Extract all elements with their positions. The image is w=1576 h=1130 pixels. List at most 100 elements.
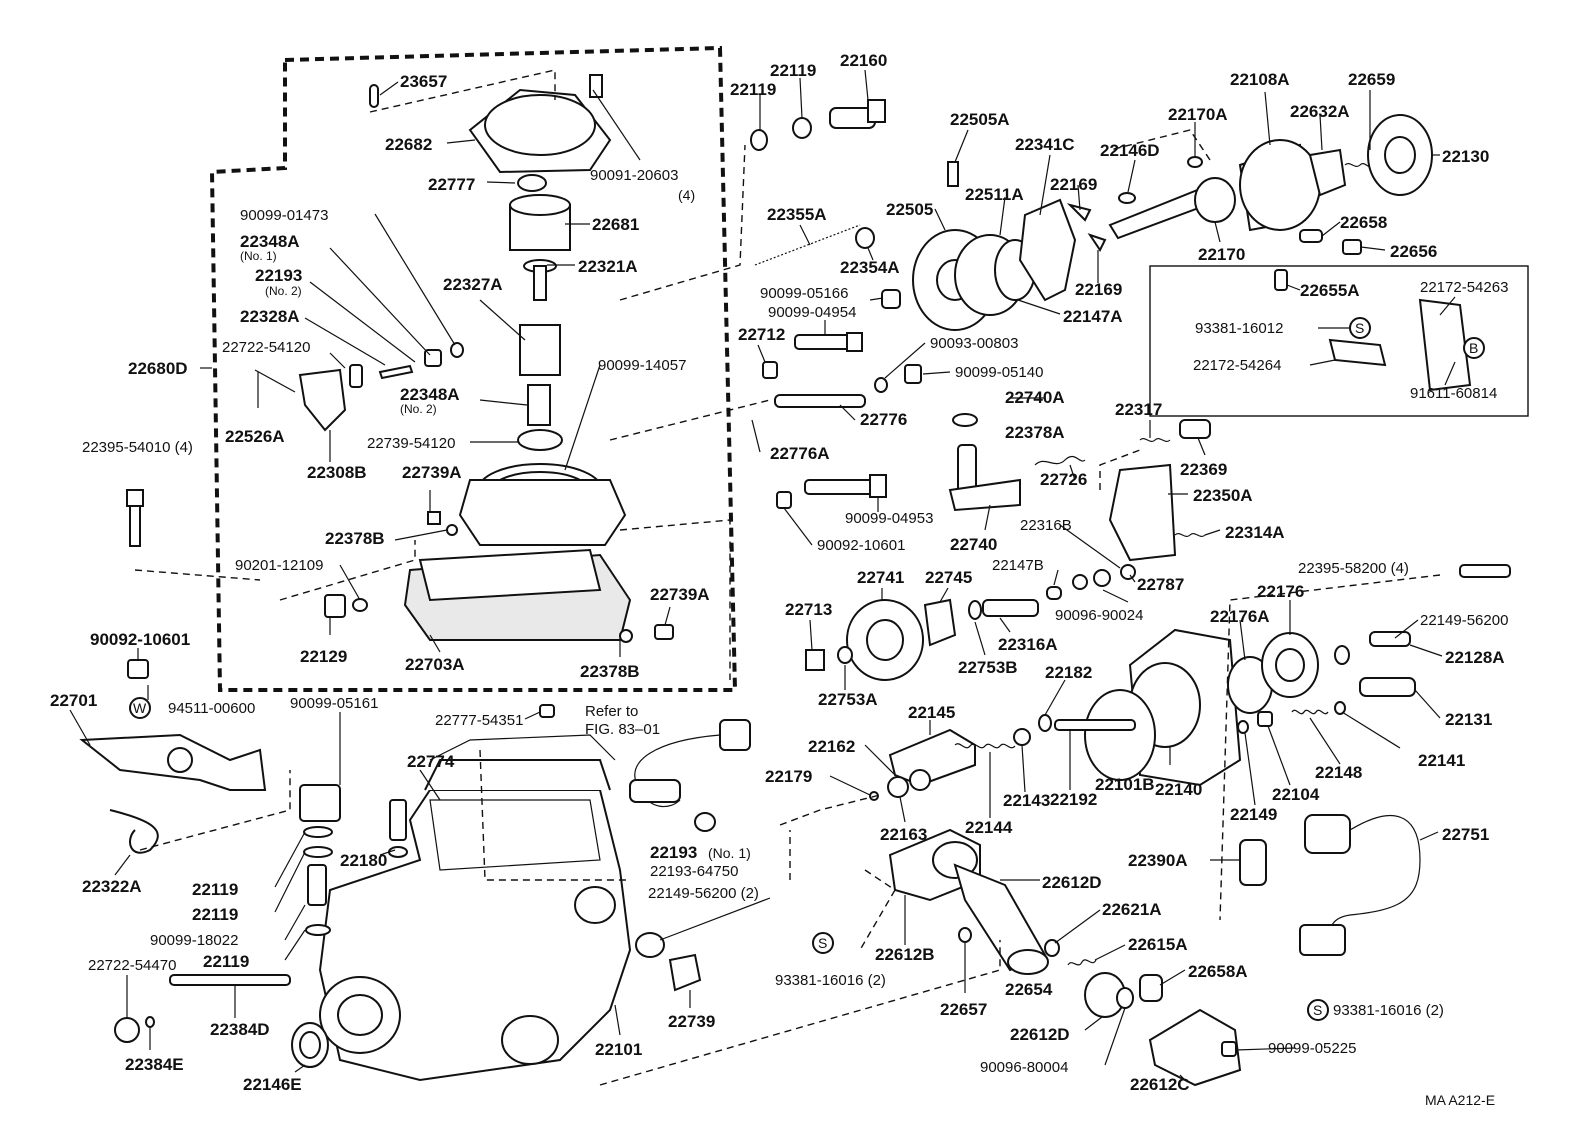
label-90099-05166: 90099-05166 (760, 285, 848, 302)
label-22182: 22182 (1045, 663, 1092, 682)
label-22739-54120: 22739-54120 (367, 435, 455, 452)
label-90201-12109: 90201-12109 (235, 557, 323, 574)
label-22395-58200: 22395-58200 (4) (1298, 560, 1409, 577)
label-22308b: 22308B (307, 463, 367, 482)
label-22753a: 22753A (818, 690, 878, 709)
label-90096-90024: 90096-90024 (1055, 607, 1143, 624)
label-22740a: 22740A (1005, 388, 1065, 407)
label-90092-10601: 90092-10601 (90, 630, 190, 649)
label-22314a: 22314A (1225, 523, 1285, 542)
label-22316a: 22316A (998, 635, 1058, 654)
label-22505a: 22505A (950, 110, 1010, 129)
label-22511a: 22511A (965, 185, 1024, 204)
label-22526a: 22526A (225, 427, 285, 446)
label-22369: 22369 (1180, 460, 1227, 479)
label-22119-c: 22119 (203, 952, 249, 971)
label-22119-a: 22119 (192, 880, 238, 899)
governor-cover-group (254, 69, 674, 718)
label-22681: 22681 (592, 215, 639, 234)
label-94511-00600: 94511-00600 (168, 700, 255, 717)
guide-line-1 (599, 940, 1001, 1086)
pump-housing-22101 (318, 734, 702, 1082)
label-22722-54120: 22722-54120 (222, 339, 310, 356)
label-22348a: 22348A (240, 232, 300, 251)
label-22355a: 22355A (767, 205, 827, 224)
label-22130: 22130 (1442, 147, 1489, 166)
label-22143: 22143 (1003, 791, 1050, 810)
lever-group (79, 659, 291, 854)
label-no1-b: (No. 1) (708, 845, 751, 861)
label-90093-00803: 90093-00803 (930, 335, 1018, 352)
label-22162: 22162 (808, 737, 855, 756)
label-22321a: 22321A (578, 257, 638, 276)
label-22119-top1: 22119 (730, 80, 776, 99)
label-22101b: 22101B (1095, 775, 1155, 794)
label-22176: 22176 (1257, 582, 1304, 601)
label-22169-a: 22169 (1050, 175, 1097, 194)
label-22146d: 22146D (1100, 141, 1160, 160)
label-90091-20603: 90091-20603 (590, 167, 678, 184)
label-22739: 22739 (668, 1012, 715, 1031)
label-22160: 22160 (840, 51, 887, 70)
label-90099-14057: 90099-14057 (598, 357, 686, 374)
guide-line-4 (609, 399, 771, 441)
label-22776: 22776 (860, 410, 907, 429)
label-22341c: 22341C (1015, 135, 1075, 154)
label-22147a: 22147A (1063, 307, 1123, 326)
flange-shaft-group (859, 828, 1242, 1087)
leader-lines (69, 69, 1456, 1081)
label-90099-01473: 90099-01473 (240, 207, 328, 224)
label-22193-64750: 22193-64750 (650, 863, 738, 880)
label-refer-1: Refer to (585, 703, 638, 720)
label-22656: 22656 (1390, 242, 1437, 261)
label-22192: 22192 (1050, 790, 1097, 809)
label-90099-04954: 90099-04954 (768, 304, 856, 321)
label-22180: 22180 (340, 851, 387, 870)
label-22172-54264: 22172-54264 (1193, 357, 1281, 374)
label-22140: 22140 (1155, 780, 1202, 799)
label-22119-top2: 22119 (770, 61, 816, 80)
label-22146e: 22146E (243, 1075, 302, 1094)
label-22659: 22659 (1348, 70, 1395, 89)
label-22655a: 22655A (1300, 281, 1360, 300)
label-90099-05140: 90099-05140 (955, 364, 1043, 381)
cam-plate-group (912, 114, 1433, 331)
label-22147b: 22147B (992, 557, 1044, 574)
label-90099-18022: 90099-18022 (150, 932, 238, 949)
callout-box-22172 (1149, 265, 1529, 417)
part-labels: 23657 22682 22777 22681 90091-20603 (4) … (50, 51, 1508, 1108)
label-22658a: 22658A (1188, 962, 1248, 981)
label-22612b: 22612B (875, 945, 935, 964)
label-22350a: 22350A (1193, 486, 1253, 505)
plunger-spring-row (869, 714, 1052, 801)
label-22740: 22740 (950, 535, 997, 554)
label-22682: 22682 (385, 135, 432, 154)
diagram-reference-code: MA A212-E (1425, 1092, 1495, 1108)
label-no2: (No. 2) (265, 284, 302, 298)
label-22149: 22149 (1230, 805, 1277, 824)
label-22179: 22179 (765, 767, 812, 786)
label-93381-16016: 93381-16016 (2) (775, 972, 886, 989)
label-22703a: 22703A (405, 655, 465, 674)
label-no2-b: (No. 2) (400, 402, 437, 416)
label-22170a: 22170A (1168, 105, 1228, 124)
label-90099-04953: 90099-04953 (845, 510, 933, 527)
circled-letter-markers: W S B S S (129, 317, 1485, 1021)
label-22119-b: 22119 (192, 905, 238, 924)
label-22751: 22751 (1442, 825, 1489, 844)
label-22316b: 22316B (1020, 517, 1072, 534)
label-22378b: 22378B (325, 529, 385, 548)
label-22172-54263: 22172-54263 (1420, 279, 1508, 296)
label-22777: 22777 (428, 175, 475, 194)
label-22169-b: 22169 (1075, 280, 1122, 299)
label-22148: 22148 (1315, 763, 1362, 782)
label-22176a: 22176A (1210, 607, 1270, 626)
regulator-group (948, 413, 1211, 590)
label-22328a: 22328A (240, 307, 300, 326)
guide-line-5 (619, 519, 731, 680)
label-22745: 22745 (925, 568, 972, 587)
marker-s-2: S (818, 935, 827, 951)
label-22384d: 22384D (210, 1020, 270, 1039)
label-22753b: 22753B (958, 658, 1018, 677)
